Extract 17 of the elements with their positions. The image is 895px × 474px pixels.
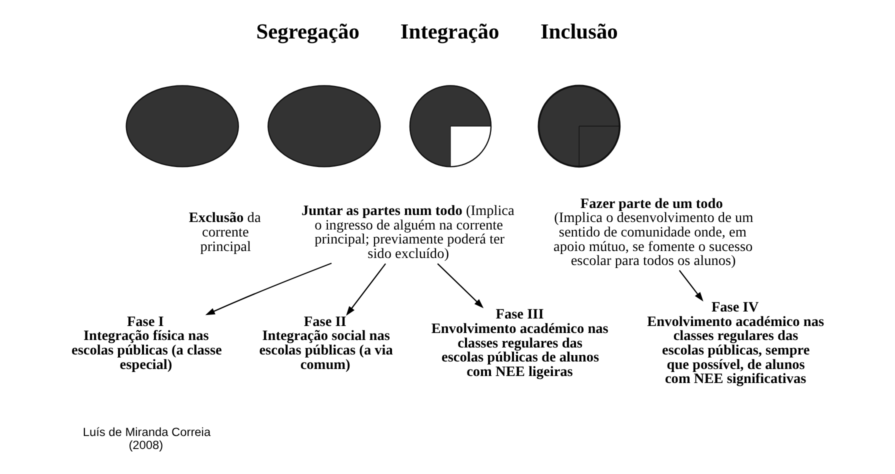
arrow [437,263,484,308]
node-text: Fase II Integração social nas escolas públicas (a via comum) [259,314,393,373]
label: Inclusão [540,19,618,44]
label: Integração [400,19,500,44]
node-text: Fase I Integração física nas escolas públicas (a classe especial) [72,314,222,373]
node-text: Juntar as partes num todo (Implica o ingresso de alguém na corrente principal; previamente poderá ter sido excluído) [302,203,514,262]
arrow [205,262,332,316]
node-text: Exclusão da corrente principal [188,210,261,255]
node-circle [268,85,381,168]
arrow [678,270,704,302]
node-text: Fase III Envolvimento académico nas classes regulares das escolas públicas de alunos com NEE ligeiras [431,306,608,380]
node-circle [126,85,239,168]
arrow [346,263,386,316]
label: Segregação [256,19,360,44]
node-text: Fase IV Envolvimento académico nas classes regulares das escolas públicas, sempre que possível, de alunos com NEE significativas [647,300,824,388]
node-text: Fazer parte de um todo (Implica o desenvolvimento de um sentido de comunidade onde, em apoio mútuo, se fomente o sucesso escolar para todos os alunos) [554,196,754,270]
label: Luís de Miranda Correia (2008) [82,425,211,452]
